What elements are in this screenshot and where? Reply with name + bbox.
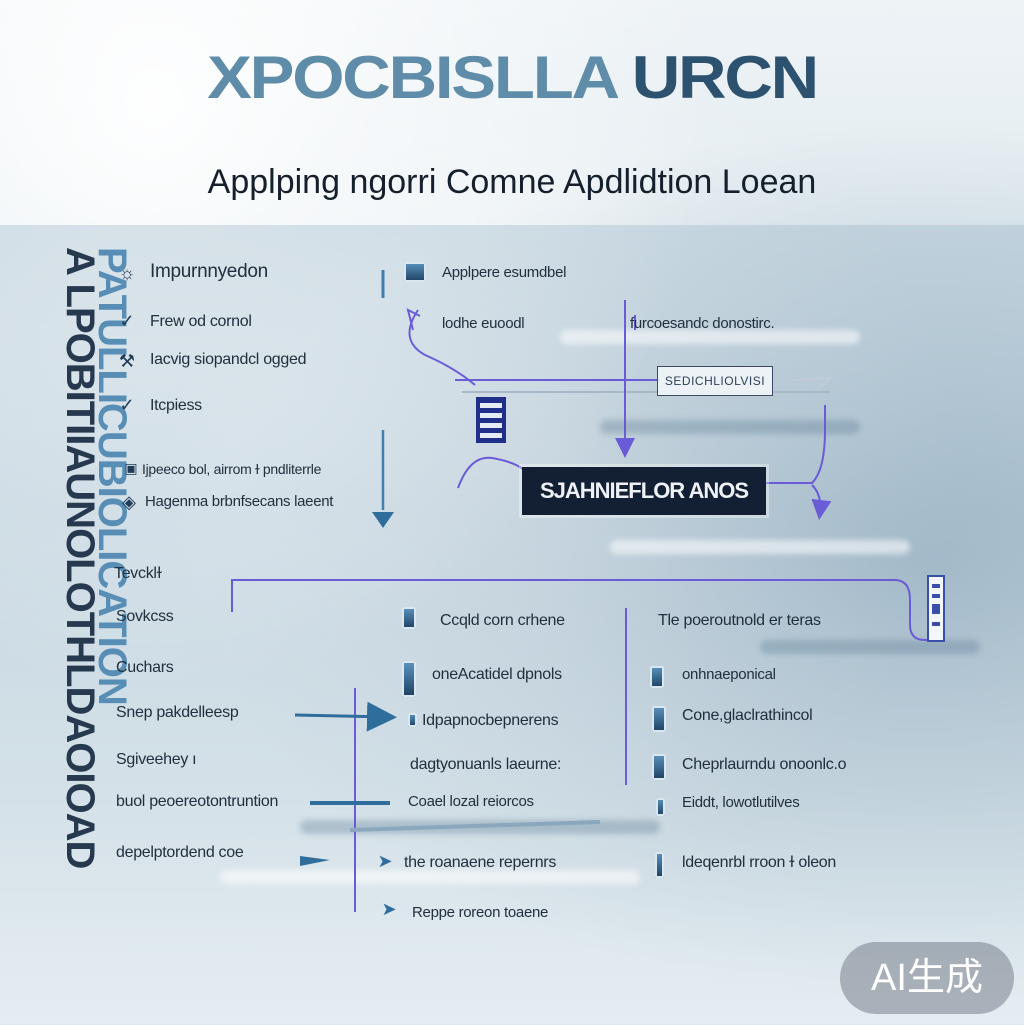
diagram-right-label: furcoesandc donostirc. xyxy=(630,315,775,332)
bookmark-icon xyxy=(655,852,664,878)
bottom-list-item-label: Cuchars xyxy=(116,659,174,676)
app-icon xyxy=(404,262,426,282)
brand-title-tail: URCN xyxy=(631,44,819,111)
document-icon xyxy=(402,607,416,629)
connector-curve xyxy=(408,309,476,386)
middle-list-item-label: Ccqld corn crhene xyxy=(440,612,565,629)
diagram-top-label: Applpere esumdbel xyxy=(442,264,567,281)
document-icon xyxy=(652,754,666,780)
arrow-right-icon: ➤ xyxy=(377,851,393,871)
connector-curve xyxy=(457,456,525,489)
brand-title: XPOCBISLLA URCN xyxy=(0,48,1024,108)
bottom-list-item-label: depelptordend coe xyxy=(116,844,244,861)
bg-shelf xyxy=(220,870,640,884)
right-list-item-label: ldeqenrbl rroon ɫ oleon xyxy=(682,854,836,871)
bg-shelf xyxy=(610,540,910,554)
top-list-item-label: Itcpiess xyxy=(150,397,202,414)
connector-line xyxy=(349,820,601,832)
right-list-item-label: Eiddt, lowotlutilves xyxy=(682,794,800,811)
check-icon: ✓ xyxy=(119,311,135,331)
bottom-list-item-label: Sovkcss xyxy=(116,608,174,625)
background-band xyxy=(0,225,1024,1025)
diagram-node-small: SEDICHLIOLVISI xyxy=(657,366,773,396)
shield-icon: ◈ xyxy=(122,492,136,512)
right-list-item-label: Cheprlaurndu onoonlc.o xyxy=(682,756,847,773)
diagram-left-label: lodhe euoodl xyxy=(442,315,525,332)
top-list-item-label: Impurnnyedon xyxy=(150,261,268,282)
bottom-list-item-label: Sgiveehey ı xyxy=(116,751,197,768)
top-list-item-label: Iacvig siopandcl ogged xyxy=(150,351,307,368)
connector-line xyxy=(766,405,826,484)
tag-icon: ▣ xyxy=(124,460,138,476)
middle-list-item-label: dagtyonuanls laeurne: xyxy=(410,756,562,773)
right-arrow-icon xyxy=(300,856,330,866)
middle-list-item-label: Coael lozal reiorcos xyxy=(408,793,534,810)
bottom-list-item-label: buol peoereotontruntion xyxy=(116,793,279,810)
brand-title-main: XPOCBISLLA xyxy=(207,44,617,111)
middle-list-item-label: Idpapnocbepnerens xyxy=(422,712,559,729)
connector-group-bottom xyxy=(231,579,935,912)
connector-arrow xyxy=(294,701,397,732)
document-icon xyxy=(652,706,666,732)
document-icon xyxy=(650,666,664,688)
bookmark-icon xyxy=(656,798,665,816)
connector-line xyxy=(789,376,833,389)
connector-line xyxy=(231,579,935,641)
bottom-list-item-label: Snep pakdelleesp xyxy=(116,704,239,721)
middle-list-item-label: Reppe roreon toaene xyxy=(412,904,549,921)
right-list-item-label: Cone,glaclrathincol xyxy=(682,707,813,724)
top-list-item-label: Hagenma brbnfsecans laeent xyxy=(145,493,334,510)
middle-list-item-label: oneAcatidel dpnols xyxy=(432,666,562,683)
page-subtitle: Applping ngorri Comne Apdlidtion Loean xyxy=(207,163,817,201)
bookmark-icon xyxy=(408,713,417,727)
connector-arrow xyxy=(811,484,832,520)
gauge-icon xyxy=(927,575,945,642)
right-column-header: Tle poeroutnold er teras xyxy=(658,612,821,629)
top-list-item-label: Ijpeeco bol, airrom ɫ pndliterrle xyxy=(142,461,322,477)
bg-shelf xyxy=(600,420,860,434)
top-list-item-label: Frew od cornol xyxy=(150,313,252,330)
lightbulb-icon: ☼ xyxy=(118,263,136,283)
middle-list-item-label: the roanaene repernrs xyxy=(404,854,557,871)
bg-shelf xyxy=(560,330,860,344)
server-stack-icon xyxy=(476,397,506,443)
diagram-node-main: SJAHNIEFLOR ANOS xyxy=(522,467,766,515)
right-list-item-label: onhnaeponical xyxy=(682,666,776,683)
document-icon xyxy=(402,661,416,697)
tool-icon: ⚒ xyxy=(118,351,136,371)
arrow-right-icon: ➤ xyxy=(381,899,397,919)
up-arrow-icon xyxy=(406,308,421,331)
ai-generated-watermark: AI生成 xyxy=(840,942,1014,1014)
down-arrow-icon xyxy=(372,512,394,528)
bg-shelf xyxy=(760,640,980,654)
bottom-list-item-label: Tevcklɫ xyxy=(114,565,162,582)
connector-group-top xyxy=(372,270,833,528)
check-icon: ✓ xyxy=(119,395,135,415)
